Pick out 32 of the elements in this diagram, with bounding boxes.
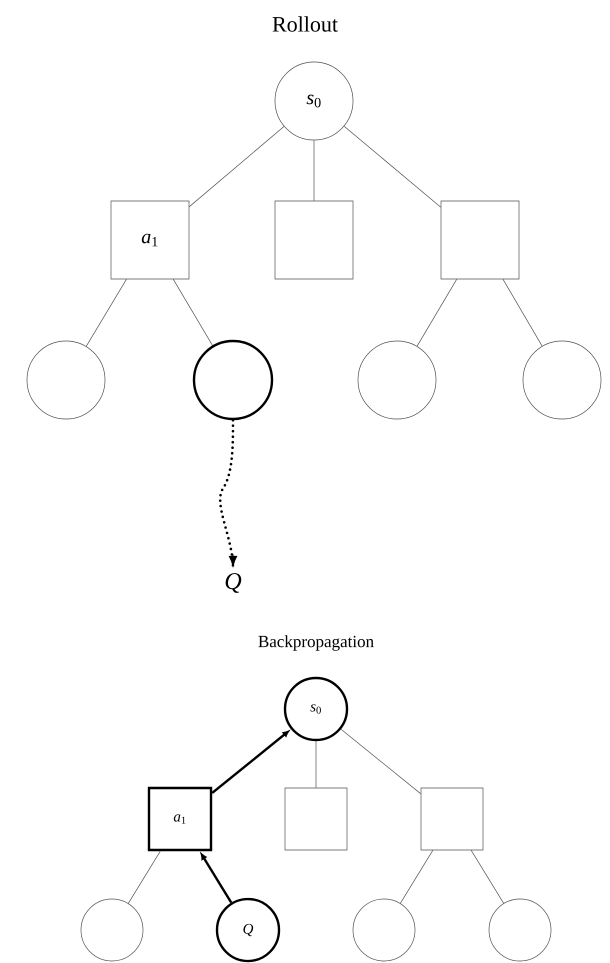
square-node [440, 200, 520, 280]
arrow [211, 730, 290, 794]
connector-line [189, 126, 284, 208]
connector-line [400, 850, 434, 904]
circle-node [192, 340, 274, 420]
circle-node: Q [216, 898, 280, 962]
circle-node [522, 340, 602, 420]
circle-node [352, 898, 416, 962]
node-label: Q [226, 573, 242, 593]
section-title: Backpropagation [258, 635, 374, 651]
arrow [200, 853, 232, 904]
square-node [274, 200, 354, 280]
connector-line [340, 728, 421, 794]
connector-line [86, 279, 127, 347]
connector-line [502, 279, 542, 346]
circle-node [80, 898, 144, 962]
section-title: Rollout [272, 16, 338, 32]
connector-line [470, 850, 504, 904]
square-node: a$_{1}$ [148, 786, 212, 852]
connector-line [416, 279, 458, 346]
connector-line [128, 850, 161, 904]
connector-line [172, 279, 213, 346]
connector-line [344, 126, 441, 208]
square-node [420, 788, 484, 850]
circle-node: s$_{0}$ [284, 676, 348, 742]
circle-node [26, 340, 106, 420]
circle-node [358, 340, 436, 420]
circle-node: s$_{0}$ [274, 62, 354, 140]
circle-node [488, 898, 552, 962]
arrow [218, 418, 238, 570]
square-node [284, 788, 348, 850]
square-node: a$_{1}$ [110, 200, 190, 280]
